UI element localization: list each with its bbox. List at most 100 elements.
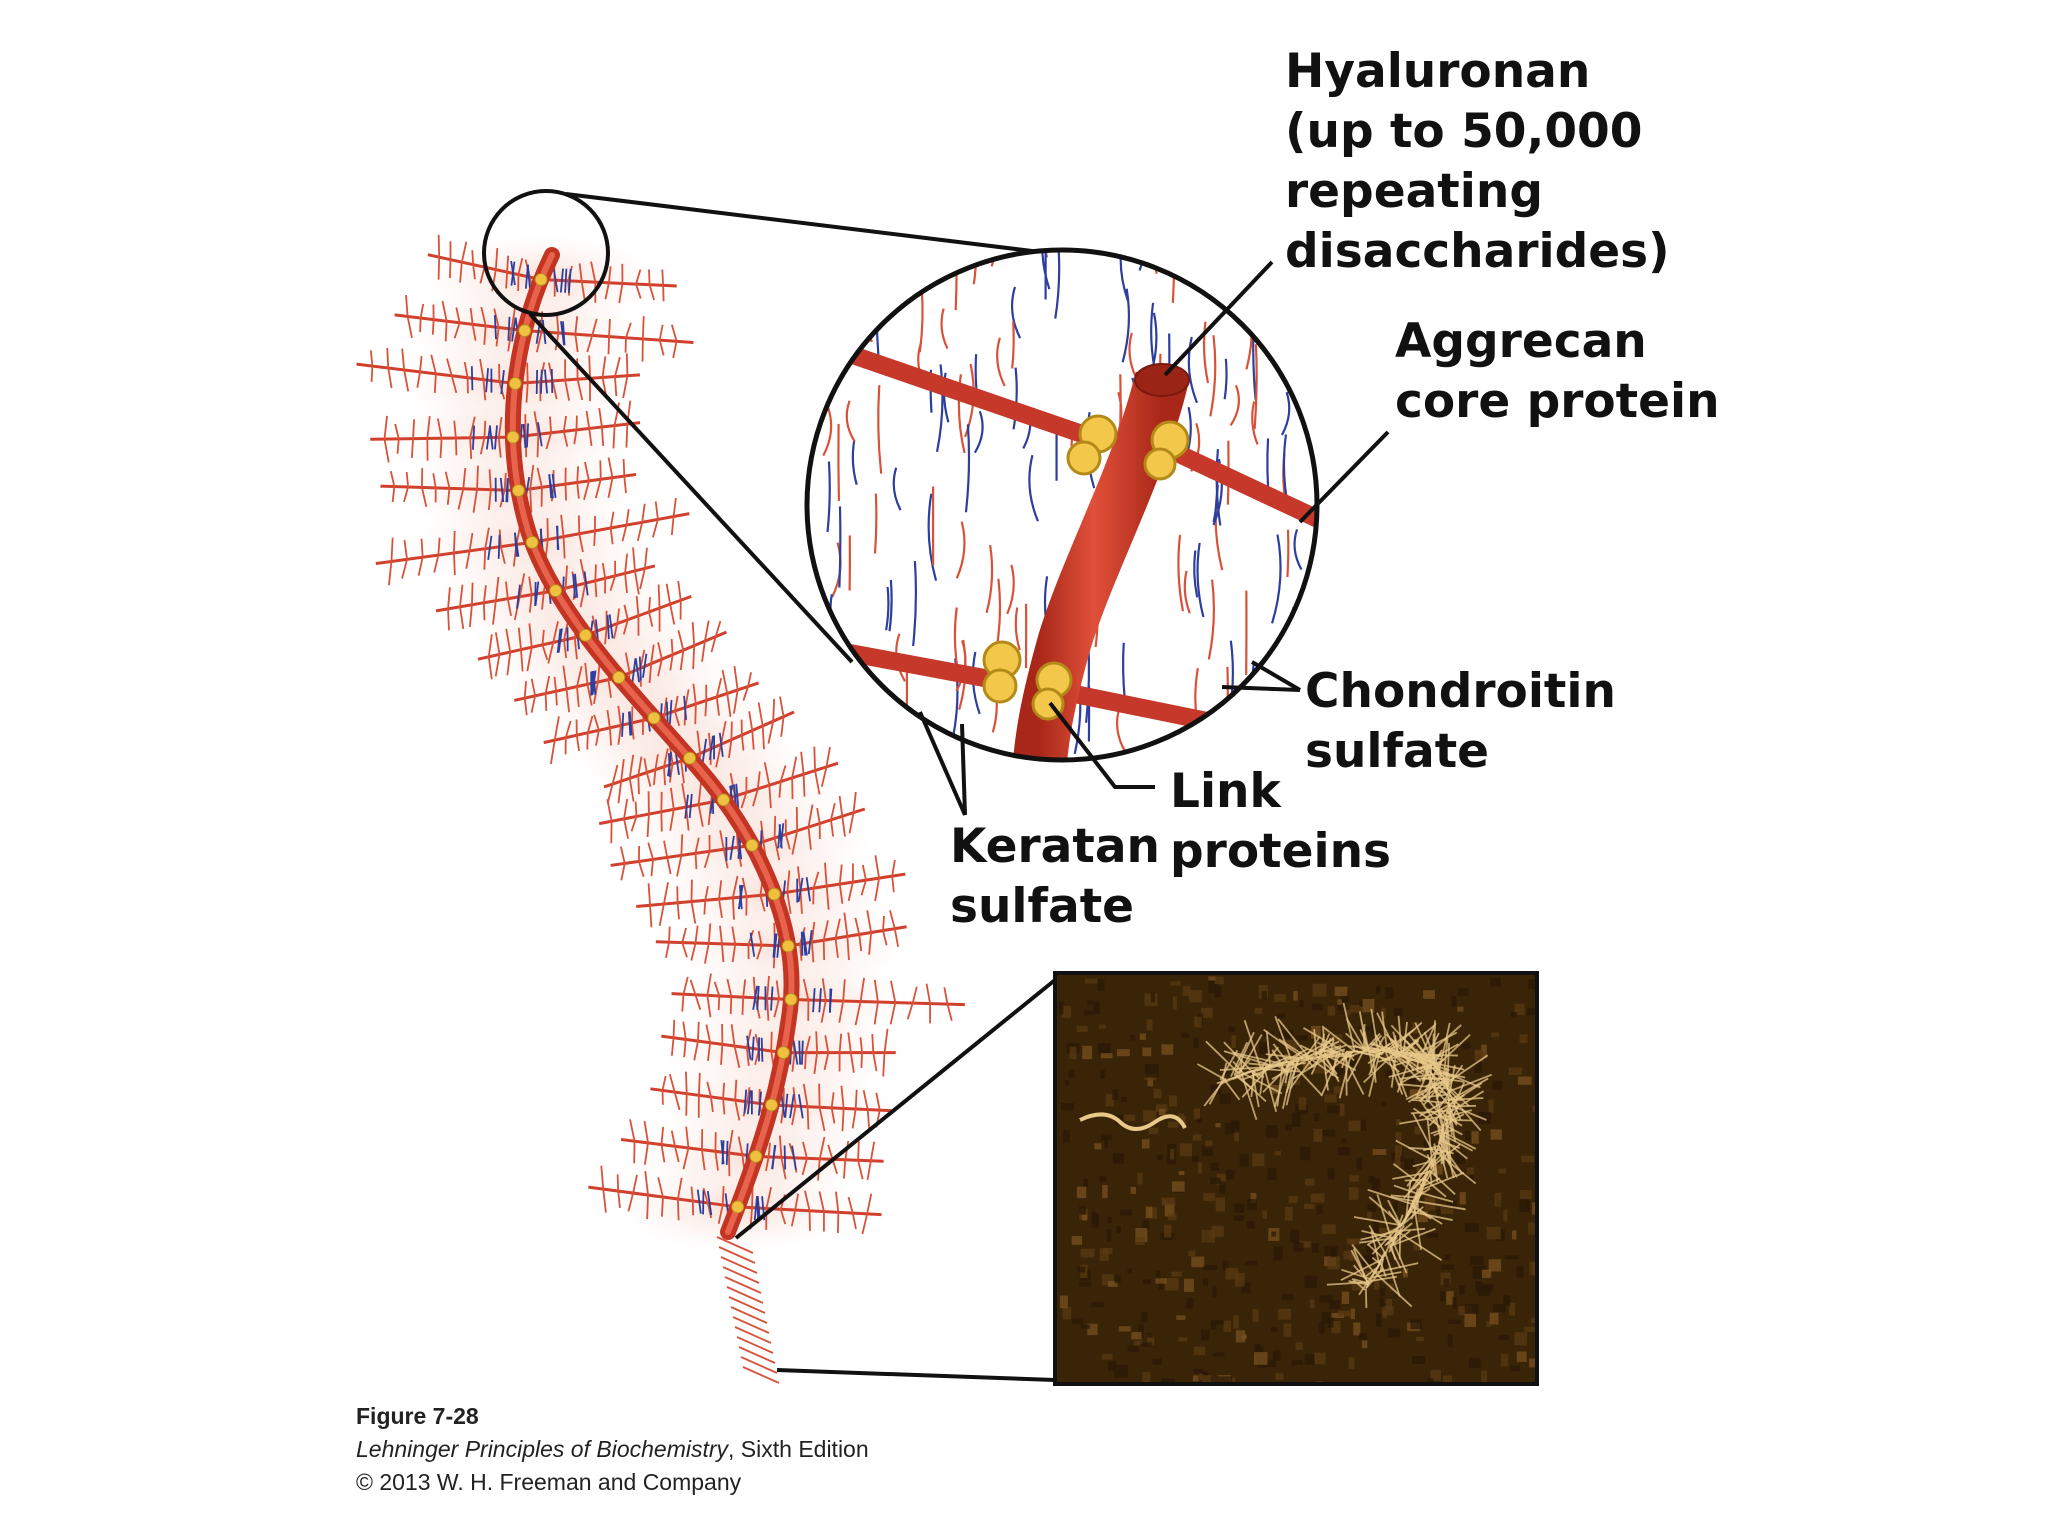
micrograph-grain [1194, 1346, 1206, 1356]
chondroitin-chain [405, 471, 410, 488]
chondroitin-chain [549, 416, 553, 433]
chondroitin-chain [674, 695, 679, 712]
micrograph-grain [1285, 1038, 1298, 1050]
micrograph-grain [1525, 1202, 1530, 1211]
micrograph-grain [1091, 1302, 1105, 1308]
chondroitin-chain [465, 550, 471, 569]
chondroitin-chain [459, 262, 463, 283]
link-protein [683, 751, 697, 765]
micrograph-grain [1211, 1225, 1224, 1237]
chondroitin-chain [593, 714, 600, 731]
chondroitin-chain [707, 1042, 712, 1061]
micrograph-strand [1258, 1067, 1300, 1073]
chondroitin-chain [665, 583, 672, 605]
chondroitin-chain [460, 241, 468, 263]
chondroitin-chain [396, 438, 400, 454]
micrograph-grain [1231, 1120, 1239, 1133]
micrograph-grain [1529, 1261, 1535, 1275]
chondroitin-chain [847, 1196, 854, 1214]
micrograph-strand [1392, 1056, 1421, 1067]
micrograph-grain [1216, 1173, 1226, 1186]
micrograph-grain [1087, 1000, 1100, 1006]
micrograph-grain [1231, 1035, 1236, 1049]
chondroitin-chain [523, 681, 527, 699]
chondroitin-chain [594, 479, 602, 499]
chondroitin-chain [621, 524, 628, 542]
micrograph-grain [1134, 1340, 1143, 1346]
chondroitin-chain [492, 600, 497, 625]
chondroitin-chain [636, 522, 644, 542]
micrograph-grain [1446, 1200, 1457, 1210]
chondroitin-chain [706, 1202, 713, 1219]
keratan-chain [628, 711, 633, 736]
micrograph-grain [1091, 1214, 1100, 1228]
chondroitin-chain [617, 1190, 621, 1208]
micrograph-grain [1440, 1264, 1455, 1270]
micrograph-grain [1252, 1153, 1265, 1167]
micrograph-grain [1410, 1319, 1422, 1330]
micrograph-grain [1395, 1293, 1400, 1298]
micrograph-grain [1218, 1376, 1233, 1382]
keratan-chain [789, 1093, 795, 1119]
keratan-chain [568, 268, 572, 294]
chondroitin-chain [387, 367, 393, 389]
keratan-chain [729, 835, 735, 861]
chondroitin-chain [866, 1193, 873, 1215]
keratan-chain [752, 985, 759, 1010]
micrograph-grain [1137, 1324, 1144, 1338]
micrograph-grain [1436, 1209, 1441, 1219]
micrograph-grain [1324, 1246, 1338, 1256]
micrograph-strand [1448, 1097, 1484, 1101]
chondroitin-chain [510, 306, 517, 330]
micrograph-grain [1163, 1224, 1172, 1238]
chondroitin-chain [1171, 250, 1176, 303]
micrograph-grain [1170, 1148, 1175, 1160]
micrograph-grain [1490, 1129, 1502, 1140]
micrograph-grain [1147, 1333, 1154, 1338]
chondroitin-chain [694, 994, 702, 1010]
micrograph-grain [1532, 1105, 1535, 1112]
chondroitin-chain [530, 678, 537, 696]
keratan-chain [1028, 454, 1039, 522]
chondroitin-chain [818, 1136, 826, 1160]
micrograph-grain [1083, 1010, 1094, 1015]
chondroitin-chain [643, 758, 648, 773]
chondroitin-chain [733, 689, 739, 714]
chondroitin-chain [469, 307, 474, 325]
micrograph-strand [1358, 1263, 1382, 1296]
micrograph-grain [1327, 1168, 1335, 1180]
chondroitin-chain [946, 1003, 953, 1022]
micrograph-grain [1116, 1225, 1122, 1234]
keratan-chain [507, 316, 511, 341]
chondroitin-chain [731, 944, 737, 963]
chondroitin-chain [541, 592, 545, 610]
keratan-chain [470, 366, 474, 391]
link-protein [781, 939, 795, 953]
core-protein-branch [588, 1185, 738, 1209]
chondroitin-chain [721, 943, 725, 963]
chondroitin-chain [579, 583, 587, 608]
chondroitin-chain [562, 536, 566, 559]
chondroitin-chain [802, 1083, 809, 1107]
chondroitin-chain [614, 376, 618, 397]
micrograph-grain [1098, 1024, 1106, 1029]
micrograph-grain [1298, 1097, 1307, 1110]
chondroitin-chain [703, 900, 707, 915]
micrograph-grain [1210, 1177, 1221, 1185]
keratan-chain [674, 750, 680, 775]
micrograph-grain [1118, 1326, 1131, 1332]
chondroitin-chain [436, 418, 443, 439]
chondroitin-chain [955, 521, 966, 579]
keratan-chain [494, 425, 498, 450]
chondroitin-chain [854, 917, 861, 935]
chondroitin-chain [810, 942, 815, 963]
keratan-chain [779, 823, 785, 848]
micrograph-strand [1374, 1272, 1413, 1308]
micrograph-grain [1141, 1312, 1148, 1323]
micrograph-grain [1514, 1003, 1525, 1016]
micrograph-strand [1442, 1132, 1455, 1179]
chondroitin-chain [410, 438, 414, 458]
chondroitin-chain [459, 584, 464, 607]
chondroitin-chain [1014, 607, 1021, 651]
micrograph-grain [1488, 1259, 1502, 1272]
